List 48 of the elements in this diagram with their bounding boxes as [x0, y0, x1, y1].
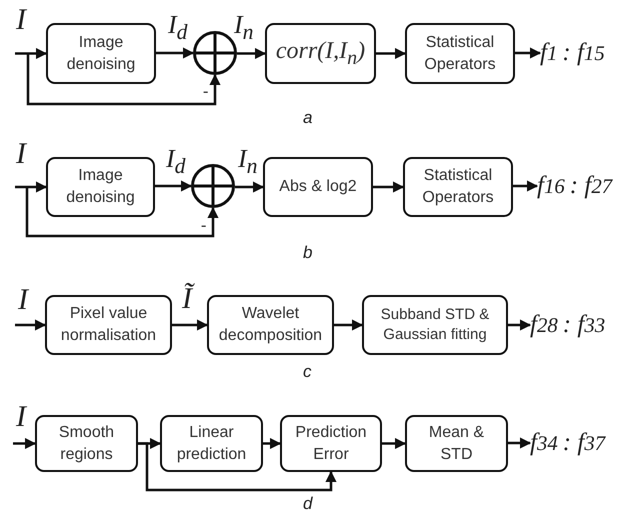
signal-label: I	[16, 5, 26, 35]
arrow	[376, 48, 406, 60]
signal-label: I	[18, 285, 28, 315]
arrow	[15, 319, 46, 331]
arrow	[156, 47, 194, 59]
signal-label: -	[203, 84, 208, 100]
arrow	[513, 180, 538, 192]
process-block: Statistical Operators	[403, 157, 513, 217]
process-block: Subband STD & Gaussian fitting	[362, 295, 508, 355]
signal-label: I$_{d}$	[168, 12, 188, 44]
signal-label: -	[201, 218, 206, 234]
arrow	[334, 319, 364, 331]
arrow	[155, 180, 192, 192]
panel-label: d	[303, 494, 312, 514]
arrow	[26, 186, 219, 238]
signal-label: I	[16, 402, 26, 432]
arrow	[15, 181, 48, 193]
process-block: Linear prediction	[160, 415, 263, 472]
arrow	[172, 319, 208, 331]
process-block: corr(I,I$_{n}$)	[265, 23, 376, 84]
signal-label: I$_{n}$	[238, 146, 258, 178]
arrow	[508, 437, 532, 449]
arrow	[263, 438, 282, 450]
arrow	[508, 319, 532, 331]
arrow	[235, 181, 264, 193]
process-block: Statistical Operators	[405, 23, 515, 84]
process-block: Wavelet decomposition	[207, 295, 334, 355]
signal-label: I$_{d}$	[166, 146, 186, 178]
signal-label: I$_{n}$	[234, 12, 254, 44]
arrow	[373, 181, 404, 193]
process-block: Abs & log2	[263, 157, 373, 217]
panel-label: c	[303, 362, 312, 382]
arrow	[515, 47, 542, 59]
signal-label: I	[16, 139, 26, 169]
panel-label: b	[303, 243, 312, 263]
arrow	[237, 48, 266, 60]
arrow	[13, 438, 36, 450]
arrow	[138, 442, 337, 492]
process-block: Prediction Error	[280, 415, 382, 472]
arrow	[15, 48, 48, 60]
process-block: Pixel value normalisation	[45, 295, 172, 355]
process-block: Smooth regions	[35, 415, 138, 472]
panel-label: a	[303, 108, 312, 128]
process-block: Image denoising	[46, 23, 156, 84]
process-block: Mean & STD	[405, 415, 508, 472]
arrow	[382, 438, 406, 450]
arrow	[26, 53, 221, 106]
process-block: Image denoising	[46, 157, 155, 217]
